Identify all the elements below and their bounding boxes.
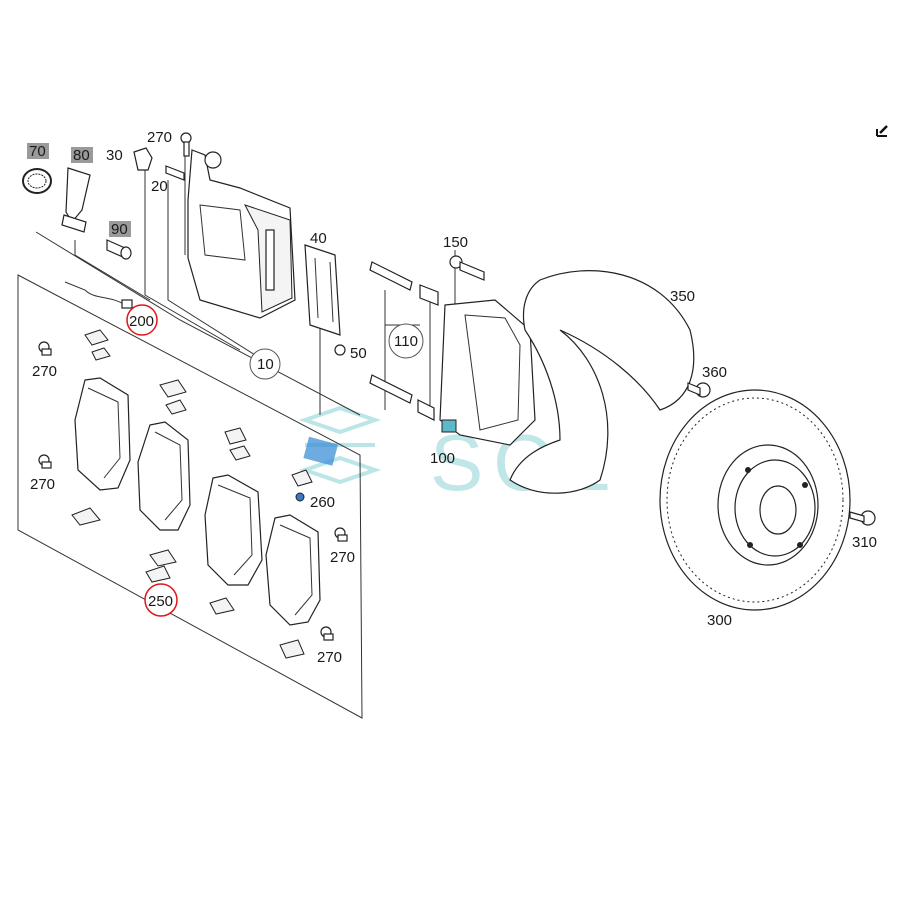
pad-2 bbox=[137, 421, 191, 531]
edit-icon[interactable] bbox=[875, 124, 889, 138]
part-200-wire bbox=[64, 281, 133, 309]
callout-10[interactable]: 10 bbox=[257, 356, 274, 373]
part-50-bleeder bbox=[334, 344, 346, 356]
part-350-dust-shield bbox=[509, 270, 695, 494]
part-30-cap bbox=[133, 147, 153, 171]
circle-250 bbox=[144, 583, 178, 617]
callout-50[interactable]: 50 bbox=[350, 345, 367, 362]
callout-270-a[interactable]: 270 bbox=[32, 363, 57, 380]
part-70-ring bbox=[22, 168, 52, 194]
callout-80[interactable]: 80 bbox=[73, 147, 90, 164]
part-100-bracket bbox=[439, 299, 536, 446]
part-80-bracket bbox=[61, 167, 91, 233]
part-10-caliper bbox=[187, 149, 296, 319]
callout-200[interactable]: 200 bbox=[129, 313, 154, 330]
callout-300[interactable]: 300 bbox=[707, 612, 732, 629]
part-40-spring bbox=[304, 244, 341, 336]
part-300-disc bbox=[659, 389, 851, 611]
tag-90 bbox=[109, 221, 131, 237]
circle-200 bbox=[126, 304, 158, 336]
part-90-bolt bbox=[106, 239, 132, 260]
callout-70[interactable]: 70 bbox=[29, 143, 46, 160]
part-20-bleeder bbox=[165, 165, 185, 181]
callout-270-d[interactable]: 270 bbox=[317, 649, 342, 666]
pad-1 bbox=[74, 377, 131, 491]
circle-110 bbox=[388, 323, 424, 359]
callout-150[interactable]: 150 bbox=[443, 234, 468, 251]
callout-270-b[interactable]: 270 bbox=[30, 476, 55, 493]
callout-360[interactable]: 360 bbox=[702, 364, 727, 381]
callout-90[interactable]: 90 bbox=[111, 221, 128, 238]
circle-10 bbox=[249, 348, 281, 380]
callout-350[interactable]: 350 bbox=[670, 288, 695, 305]
tag-70 bbox=[27, 143, 49, 159]
tag-80 bbox=[71, 147, 93, 163]
callout-30[interactable]: 30 bbox=[106, 147, 123, 164]
callout-270-top[interactable]: 270 bbox=[147, 129, 172, 146]
callout-260[interactable]: 260 bbox=[310, 494, 335, 511]
part-360-bolt bbox=[687, 382, 711, 398]
callout-40[interactable]: 40 bbox=[310, 230, 327, 247]
callout-310[interactable]: 310 bbox=[852, 534, 877, 551]
pad-4 bbox=[265, 514, 321, 626]
pad-clips bbox=[71, 329, 313, 659]
callout-110[interactable]: 110 bbox=[394, 333, 418, 350]
part-270-top-bolt bbox=[180, 132, 192, 157]
callout-20[interactable]: 20 bbox=[151, 178, 168, 195]
pad-kit-frame bbox=[17, 274, 363, 719]
callout-270-c[interactable]: 270 bbox=[330, 549, 355, 566]
callout-100[interactable]: 100 bbox=[430, 450, 455, 467]
part-110-pins bbox=[369, 261, 439, 421]
callout-250[interactable]: 250 bbox=[148, 593, 173, 610]
part-150-bolt bbox=[449, 255, 485, 281]
pad-3 bbox=[204, 474, 263, 586]
pad-kit-bolts bbox=[38, 341, 348, 641]
part-310-bolt bbox=[849, 510, 876, 526]
